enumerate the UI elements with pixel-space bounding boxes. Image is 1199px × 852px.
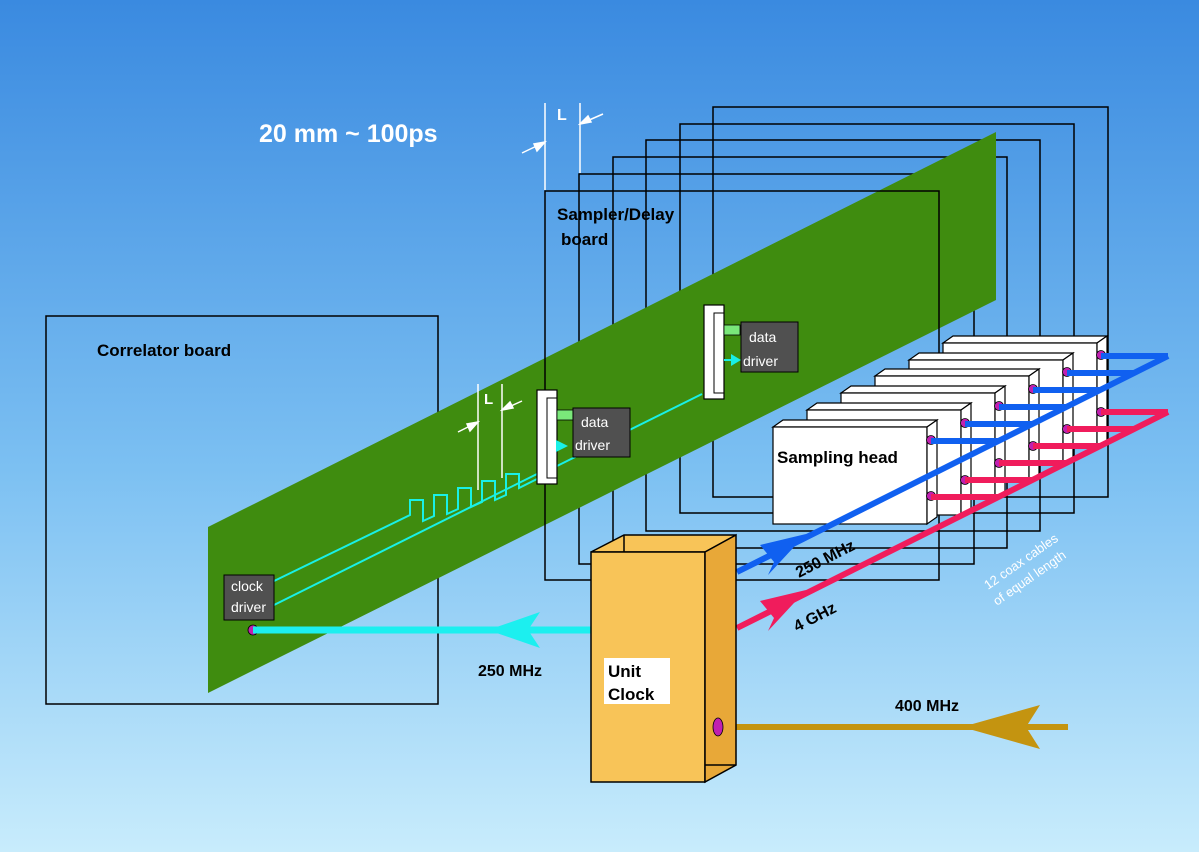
length-label-top: L xyxy=(557,107,567,124)
clock-driver: clock driver xyxy=(223,574,275,636)
data-driver-1: data driver xyxy=(556,407,631,458)
length-marker-top xyxy=(521,103,604,190)
svg-text:driver: driver xyxy=(575,437,610,453)
sampler-board-label-2: board xyxy=(561,230,608,249)
unit-clock-label-2: Clock xyxy=(608,685,655,704)
length-label-mid: L xyxy=(484,391,493,408)
correlator-board-label: Correlator board xyxy=(97,341,231,360)
svg-text:data: data xyxy=(749,329,776,345)
arrowhead-icon xyxy=(962,705,1040,749)
rf-blue-distribution xyxy=(735,353,1170,575)
clock-trace xyxy=(271,473,546,583)
svg-text:clock: clock xyxy=(231,578,264,594)
sampling-head-1 xyxy=(771,418,939,526)
freq-250-left: 250 MHz xyxy=(478,663,542,680)
data-driver-2: data driver xyxy=(724,321,799,373)
arrowhead-icon xyxy=(760,590,806,631)
port-dot-icon xyxy=(712,717,724,737)
unit-clock-label-1: Unit xyxy=(608,662,641,681)
arrowhead-icon xyxy=(488,612,540,648)
connector-2 xyxy=(703,304,741,400)
svg-text:driver: driver xyxy=(231,599,266,615)
sampler-board-label-1: Sampler/Delay xyxy=(557,205,675,224)
arrowhead-icon xyxy=(731,354,741,366)
rf-red-distribution xyxy=(735,409,1170,631)
unit-clock-box xyxy=(590,533,737,784)
length-marker-mid xyxy=(457,384,523,490)
timing-note: 20 mm ~ 100ps xyxy=(259,120,438,148)
sampling-head-label: Sampling head xyxy=(777,448,898,467)
arrowhead-icon xyxy=(760,534,806,575)
svg-text:driver: driver xyxy=(743,353,778,369)
freq-400: 400 MHz xyxy=(895,698,959,715)
unit-clock-label-box xyxy=(604,658,670,704)
svg-text:data: data xyxy=(581,414,608,430)
data-trace xyxy=(271,469,546,607)
